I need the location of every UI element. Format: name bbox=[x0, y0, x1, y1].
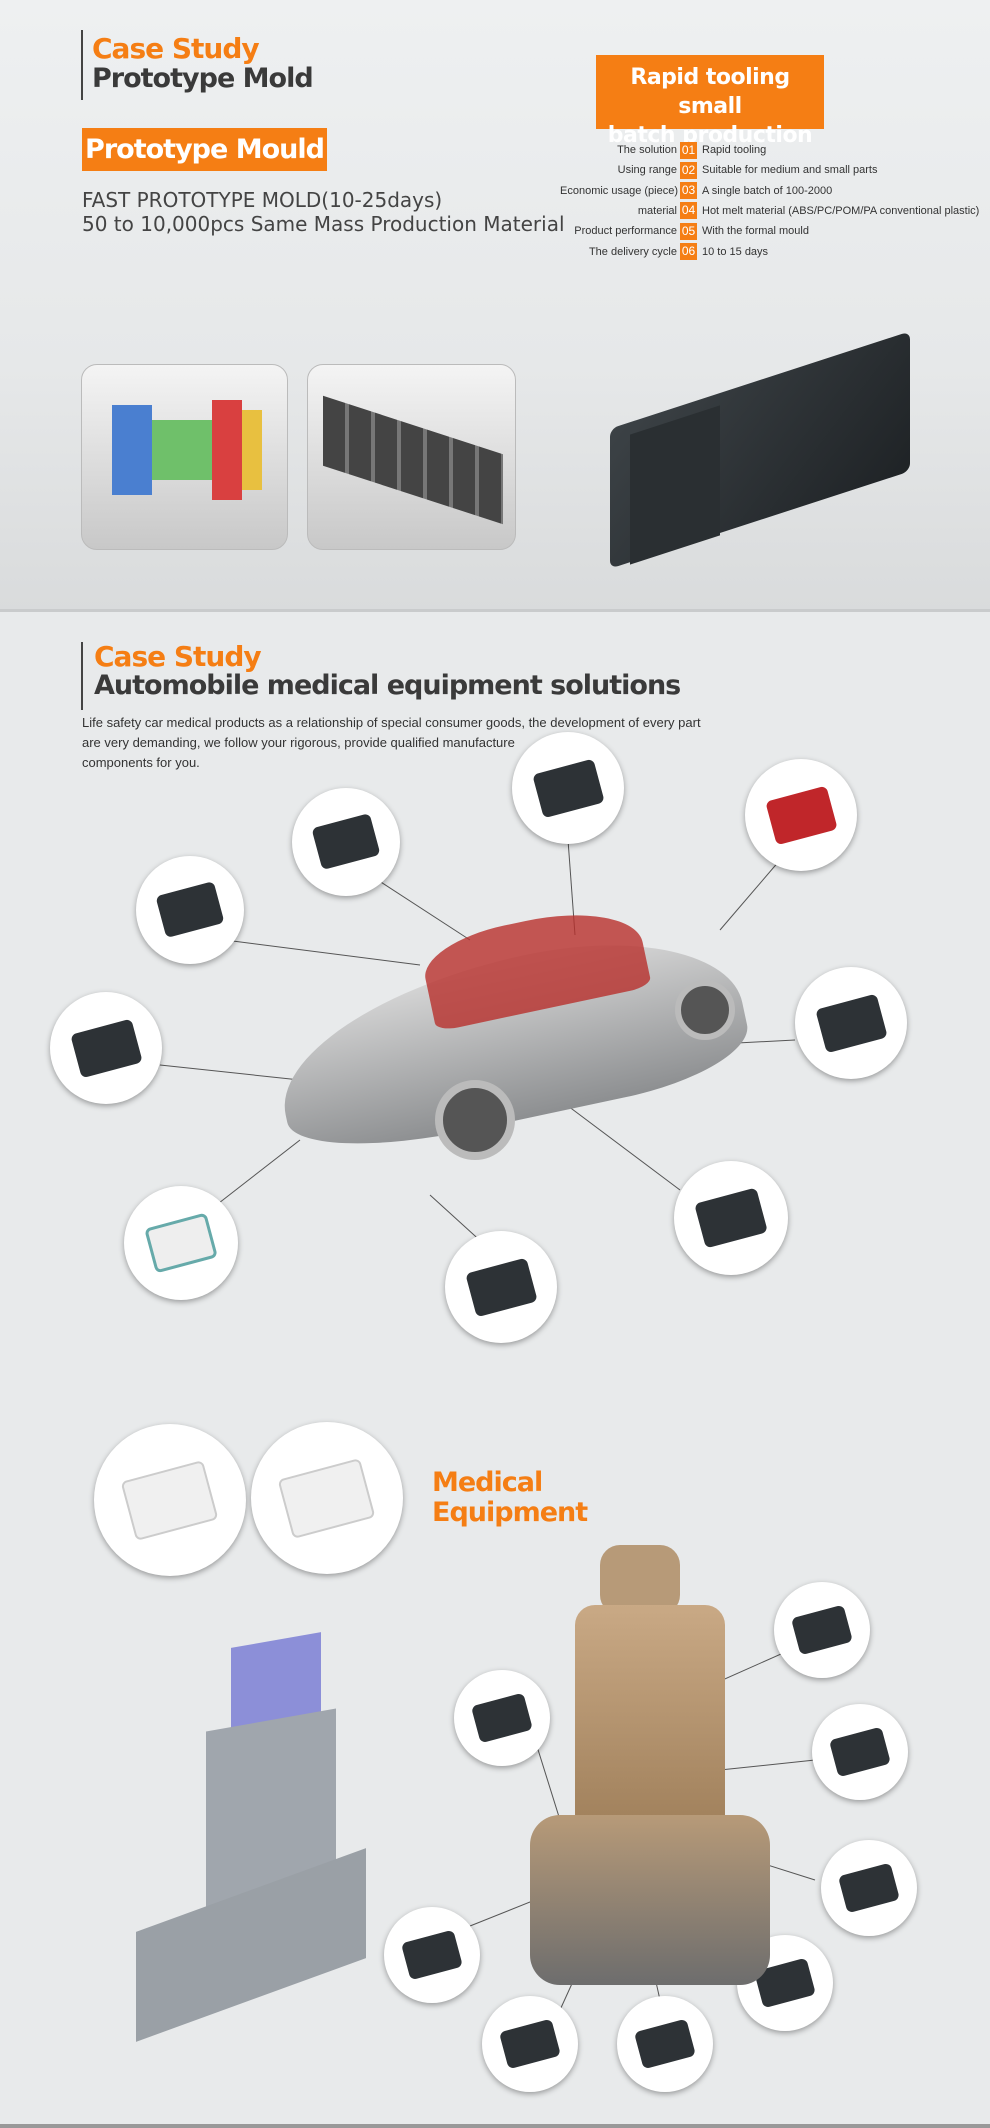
car-seat-cutaway-image bbox=[520, 1545, 780, 2025]
interior-panel-part bbox=[136, 856, 244, 964]
molded-parts-image bbox=[307, 364, 516, 550]
seat-hinge-part bbox=[821, 1840, 917, 1936]
section-title: Prototype Mold bbox=[92, 63, 314, 94]
fast-prototype-text: FAST PROTOTYPE MOLD(10-25days) bbox=[82, 188, 443, 212]
seat-mount-part bbox=[482, 1996, 578, 2092]
spec-label: The solution bbox=[617, 144, 677, 156]
prototype-mould-badge: Prototype Mould bbox=[82, 128, 327, 171]
spec-value: 10 to 15 days bbox=[702, 245, 769, 258]
seat-bracket-part bbox=[454, 1670, 550, 1766]
section-title-2: Automobile medical equipment solutions bbox=[94, 670, 681, 701]
seat-clip-part bbox=[384, 1907, 480, 2003]
spec-value: Suitable for medium and small parts bbox=[702, 164, 878, 177]
spec-number: 03 bbox=[680, 182, 697, 200]
spec-number: 04 bbox=[680, 202, 697, 220]
spec-value: A single batch of 100-2000 bbox=[702, 184, 833, 197]
mold-assembly-image bbox=[81, 364, 288, 550]
spec-number: 01 bbox=[680, 141, 697, 159]
car-cutaway-image bbox=[263, 880, 757, 1190]
seat-frame-3d-model bbox=[136, 1632, 376, 2042]
rapid-tooling-badge: Rapid tooling small batch production bbox=[596, 55, 824, 148]
title-bar bbox=[81, 30, 83, 100]
spec-label: material bbox=[637, 204, 677, 217]
seat-trim-part bbox=[617, 1996, 713, 2092]
case-study-kicker-2: Case Study bbox=[94, 640, 262, 673]
medical-heading-line: Medical bbox=[432, 1467, 543, 1498]
rapid-title-line2: batch production bbox=[607, 123, 813, 148]
paragraph-line: components for you. bbox=[82, 755, 200, 770]
medical-stations-photo bbox=[94, 1424, 246, 1576]
spec-value: With the formal mould bbox=[702, 225, 809, 238]
medical-scanner-photo bbox=[251, 1422, 403, 1574]
paragraph-line: are very demanding, we follow your rigor… bbox=[82, 735, 515, 750]
front-grille-part bbox=[445, 1231, 557, 1343]
door-panel-part bbox=[795, 967, 907, 1079]
spec-number: 02 bbox=[680, 161, 697, 179]
floor-mat-part bbox=[674, 1161, 788, 1275]
spec-label: Using range bbox=[617, 164, 677, 177]
intro-paragraph: Life safety car medical products as a re… bbox=[82, 713, 722, 773]
white-parts-cluster bbox=[124, 1186, 238, 1300]
spec-label: Economic usage (piece) bbox=[560, 184, 679, 197]
title-bar-2 bbox=[81, 642, 83, 710]
spec-number: 06 bbox=[680, 243, 697, 260]
spec-value: Rapid tooling bbox=[702, 144, 767, 156]
spec-label: Product performance bbox=[574, 225, 677, 238]
bumper-bracket-part bbox=[50, 992, 162, 1104]
case-study-kicker: Case Study bbox=[92, 32, 260, 65]
tail-light-part bbox=[745, 759, 857, 871]
spec-row: Economic usage (piece)03 A single batch o… bbox=[560, 182, 832, 200]
console-part bbox=[292, 788, 400, 896]
paragraph-line: Life safety car medical products as a re… bbox=[82, 715, 701, 730]
bottom-border bbox=[0, 2124, 990, 2128]
seat-rail-part bbox=[812, 1704, 908, 1800]
rapid-title-line1: Rapid tooling small bbox=[630, 65, 790, 119]
mass-production-text: 50 to 10,000pcs Same Mass Production Mat… bbox=[82, 212, 565, 236]
section-divider bbox=[0, 609, 990, 612]
spec-label: The delivery cycle bbox=[588, 245, 677, 258]
spec-number: 05 bbox=[680, 222, 697, 240]
spec-value: Hot melt material (ABS/PC/POM/PA convent… bbox=[702, 204, 980, 217]
medical-heading-line: Equipment bbox=[432, 1497, 588, 1528]
seat-mechanism-part bbox=[774, 1582, 870, 1678]
medical-equipment-heading: Medical Equipment bbox=[432, 1467, 588, 1528]
dashboard-frame-part bbox=[512, 732, 624, 844]
